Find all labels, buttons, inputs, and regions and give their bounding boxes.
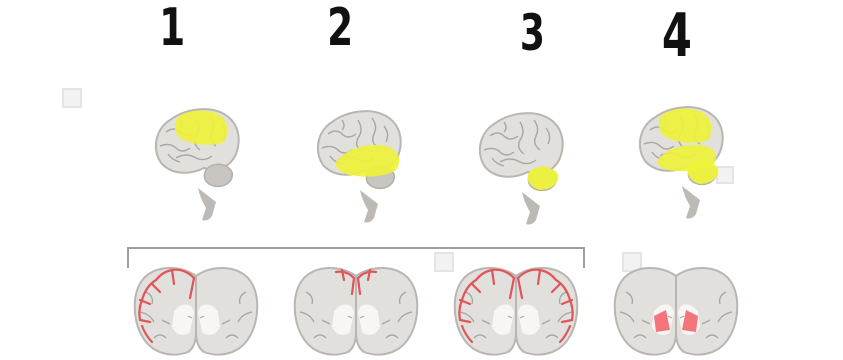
- lateral-brain-1: [156, 109, 239, 220]
- grouping-bracket: [128, 248, 584, 268]
- coronal-section-2: [295, 268, 418, 355]
- lateral-brain-2: [318, 111, 401, 222]
- lateral-brain-4: [640, 107, 723, 218]
- coronal-section-4: [615, 268, 738, 355]
- coronal-section-1: [135, 268, 258, 355]
- lateral-brain-3: [480, 113, 563, 224]
- coronal-section-3: [455, 268, 578, 355]
